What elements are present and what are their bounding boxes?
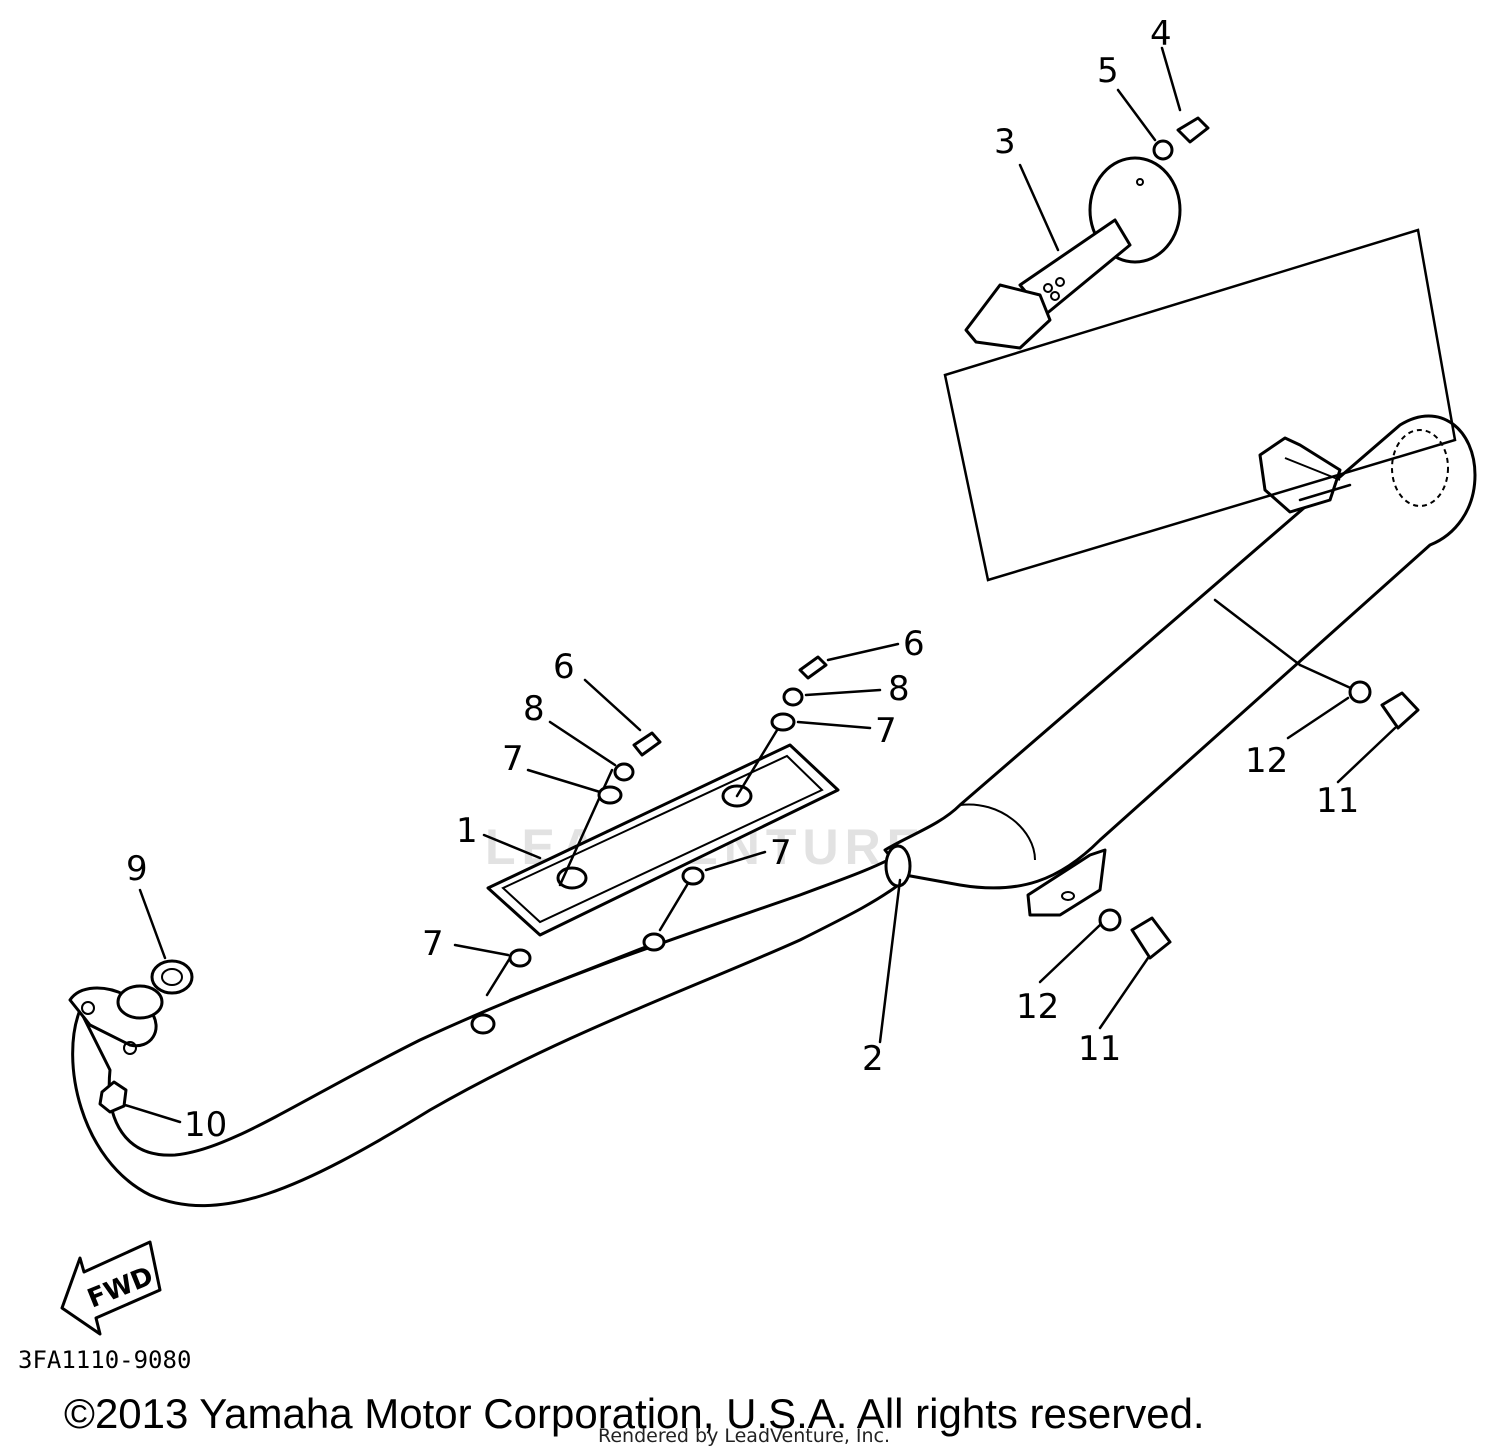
bolt-11-upper [1380, 691, 1420, 730]
nut-10 [98, 1080, 128, 1114]
washer-12-lower [1098, 908, 1122, 932]
washer-12-upper [1348, 680, 1372, 704]
callout-2: 2 [862, 1039, 884, 1079]
heat-protector[interactable] [486, 743, 840, 937]
washer-5 [1152, 139, 1174, 161]
callout-12-lower: 12 [1016, 987, 1059, 1027]
bolt-11-lower [1130, 916, 1172, 960]
lock-washer-8-left [613, 762, 635, 782]
muffler-body[interactable] [883, 414, 1477, 917]
callout-11-lower: 11 [1078, 1029, 1121, 1069]
screw-4 [1176, 116, 1210, 144]
grommet-7-right [770, 712, 796, 732]
silencer-insert[interactable] [964, 156, 1182, 350]
callout-6-left: 6 [553, 647, 575, 687]
callout-12-upper: 12 [1245, 741, 1288, 781]
screw-6-left [632, 731, 662, 757]
callout-7-right: 7 [875, 711, 897, 751]
callout-7-bottom: 7 [422, 924, 444, 964]
callout-3: 3 [994, 122, 1016, 162]
callout-7-left: 7 [502, 739, 524, 779]
grommet-7-lower [642, 932, 666, 952]
callout-8-right: 8 [888, 669, 910, 709]
assembly-lines [485, 228, 1457, 1002]
callout-11-upper: 11 [1316, 781, 1359, 821]
callout-6-right: 6 [903, 624, 925, 664]
copyright-text: ©2013 Yamaha Motor Corporation, U.S.A. A… [64, 1390, 1205, 1437]
callout-10: 10 [184, 1105, 227, 1145]
diagram-code: 3FA1110-9080 [18, 1346, 192, 1374]
leader-lines [123, 46, 1397, 1124]
gasket-9 [150, 959, 194, 995]
grommet-7-bottom [508, 948, 532, 968]
lock-washer-8-right [782, 687, 804, 707]
rendered-by-text: Rendered by LeadVenture, Inc. [598, 1425, 891, 1447]
callout-numbers: 4 5 3 6 8 7 1 6 8 7 7 7 9 10 2 12 11 12 … [126, 14, 1359, 1145]
callout-7-mid: 7 [770, 833, 792, 873]
callout-8-left: 8 [523, 689, 545, 729]
callout-4: 4 [1150, 14, 1172, 54]
grommet-7-mid [681, 866, 705, 886]
screw-6-right [798, 655, 828, 680]
callout-9: 9 [126, 849, 148, 889]
callout-5: 5 [1097, 51, 1119, 91]
fwd-arrow-icon: FWD [60, 1240, 162, 1336]
fasteners[interactable] [98, 116, 1420, 1114]
callout-1: 1 [456, 811, 478, 851]
grommet-7-left [597, 785, 623, 805]
grommet-pipe [470, 1013, 496, 1035]
